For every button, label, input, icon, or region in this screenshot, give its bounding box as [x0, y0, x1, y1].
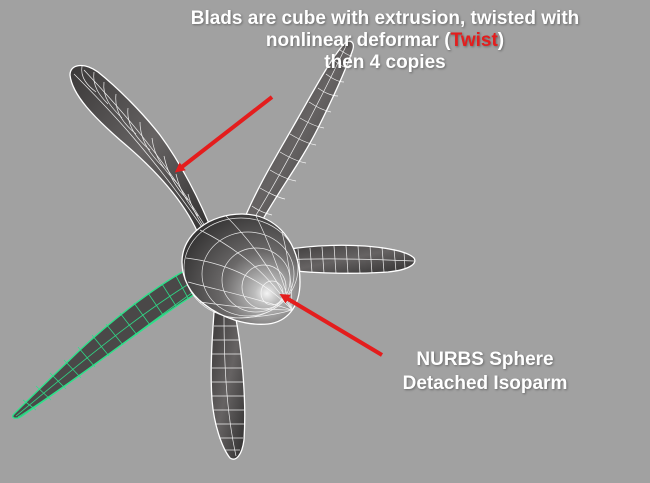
- blades-annotation-line2-suffix: ): [497, 30, 505, 51]
- blades-annotation: Blads are cube with extrusion, twisted w…: [150, 8, 620, 74]
- blades-annotation-line1: Blads are cube with extrusion, twisted w…: [190, 8, 580, 29]
- blade-lower-left-selected[interactable]: [12, 269, 199, 419]
- blades-annotation-line2: nonlinear deformar (Twist): [150, 30, 620, 52]
- arrow-to-sphere: [279, 293, 384, 357]
- twist-highlight: Twist: [450, 30, 498, 51]
- blades-annotation-line2-prefix: nonlinear deformar (: [265, 30, 451, 51]
- blade-upper-right[interactable]: [242, 40, 354, 229]
- arrow-to-blade: [174, 95, 274, 173]
- blades-annotation-line3: then 4 copies: [324, 52, 446, 73]
- sphere-annotation: NURBS Sphere Detached Isoparm: [380, 348, 590, 396]
- sphere-annotation-line2: Detached Isoparm: [402, 373, 568, 394]
- sphere-annotation-line1: NURBS Sphere: [416, 349, 554, 370]
- blade-upper-left[interactable]: [69, 64, 215, 239]
- blade-lower[interactable]: [210, 309, 246, 460]
- hub-nurbs-sphere[interactable]: [181, 213, 301, 325]
